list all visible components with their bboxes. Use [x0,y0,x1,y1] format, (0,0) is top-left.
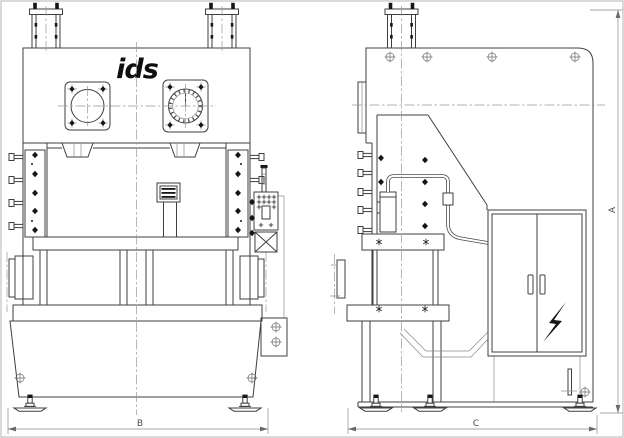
tie-rod-cylinder-right [206,3,239,54]
hydraulic-piping [386,174,489,245]
outrigger-shelf [260,317,288,357]
dimension-overall-height: A [590,9,623,414]
pipe-coupling [442,192,454,206]
door-handle-right [539,274,546,295]
dimension-a-label: A [608,206,618,213]
gib-plate-left [6,252,34,312]
rear-leveling-foot [561,368,597,412]
gib-plate-right [239,252,267,312]
front-view: ids [6,3,288,434]
slide-adjust-block [156,182,181,237]
bolster-front [12,304,263,322]
scrap-chute [399,328,493,358]
hydraulic-cylinder [376,191,397,233]
base-front [9,320,262,398]
guide-bracket-side [330,254,346,314]
side-view: C A [330,3,623,434]
door-handle-left [527,274,534,295]
junction-box [254,231,278,253]
dimension-c-label: C [473,419,479,429]
legs-side [361,321,442,402]
tie-rod-cylinder-left [30,3,63,54]
crosshead-slide [32,236,239,305]
electrical-cabinet [487,209,587,357]
press-logo: ids [116,54,159,85]
dimension-b-label: B [137,419,143,429]
leveling-foot [359,394,393,412]
slide-table-side [361,233,445,305]
lightning-bolt-icon [543,302,566,342]
dimension-side-width: C [347,408,598,434]
bolster-side [346,304,450,322]
dimension-front-width: B [7,408,269,434]
base-rail-side [357,356,593,408]
control-station [249,165,285,318]
